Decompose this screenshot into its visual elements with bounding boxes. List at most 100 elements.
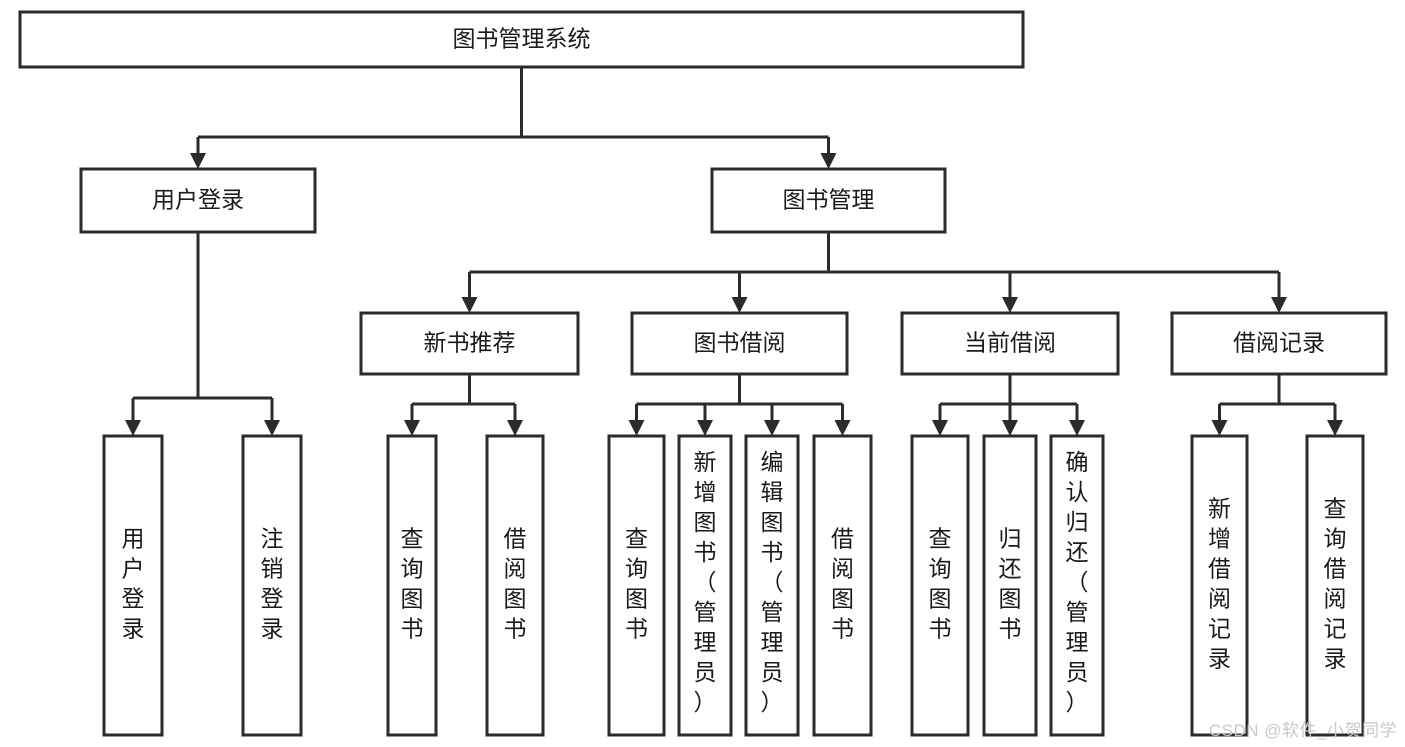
- conn-root-to-book-manage-arrowhead: [820, 153, 837, 169]
- conn-book-borrow-to-leaf-add-book-arrowhead: [697, 420, 713, 436]
- node-user-login-box: [79, 167, 317, 234]
- svg-text:查: 查: [1324, 496, 1347, 522]
- conn-book-borrow-to-leaf-borrow-book-2-arrowhead: [834, 420, 851, 436]
- svg-text:（: （: [1066, 569, 1089, 595]
- svg-text:借: 借: [504, 526, 527, 552]
- conn-book-borrow-to-leaf-edit-book-arrowhead: [764, 420, 780, 436]
- svg-text:阅: 阅: [831, 556, 854, 582]
- conn-borrow-record-to-leaf-add-record-arrowhead: [1211, 420, 1228, 436]
- node-new-book-recommend-label: 新书推荐: [424, 330, 516, 356]
- svg-text:借: 借: [831, 526, 854, 552]
- node-user-login-label: 用户登录: [152, 187, 244, 213]
- svg-text:户: 户: [122, 556, 145, 582]
- svg-text:书: 书: [999, 616, 1022, 642]
- node-book-borrow[interactable]: 图书借阅: [630, 311, 849, 376]
- conn-current-borrow-to-leaf-return-book-arrowhead: [1002, 420, 1018, 436]
- svg-text:理: 理: [1066, 629, 1089, 655]
- svg-text:图: 图: [831, 586, 854, 612]
- conn-book-manage-to-borrow-record-arrowhead: [1271, 297, 1287, 313]
- svg-text:询: 询: [1324, 526, 1347, 552]
- node-leaf-edit-book-box: [744, 434, 800, 737]
- svg-text:新: 新: [1208, 496, 1231, 522]
- node-book-manage-label: 图书管理: [783, 187, 875, 213]
- node-book-borrow-box: [630, 311, 849, 376]
- svg-text:员: 员: [694, 659, 717, 685]
- svg-text:询: 询: [625, 556, 648, 582]
- svg-text:书: 书: [831, 616, 854, 642]
- svg-text:书: 书: [401, 616, 424, 642]
- node-root-system[interactable]: 图书管理系统: [18, 10, 1025, 69]
- svg-text:阅: 阅: [1208, 586, 1231, 612]
- node-book-borrow-label: 图书借阅: [694, 330, 786, 356]
- svg-text:询: 询: [929, 556, 952, 582]
- node-current-borrow-box: [900, 311, 1120, 376]
- svg-text:注: 注: [261, 526, 284, 552]
- node-book-manage-box: [710, 167, 947, 234]
- node-leaf-query-book-1-box: [386, 434, 438, 737]
- svg-text:员: 员: [761, 659, 784, 685]
- node-leaf-query-book-2-box: [607, 434, 666, 737]
- svg-text:还: 还: [1066, 539, 1089, 565]
- node-new-book-recommend-box: [359, 311, 580, 376]
- svg-text:图: 图: [929, 586, 952, 612]
- svg-text:图: 图: [761, 509, 784, 535]
- svg-text:编: 编: [761, 449, 784, 475]
- svg-text:图: 图: [694, 509, 717, 535]
- svg-text:增: 增: [1208, 526, 1231, 552]
- node-borrow-record-box: [1170, 311, 1388, 376]
- conn-book-manage-to-current-borrow-arrowhead: [1002, 297, 1018, 313]
- svg-text:书: 书: [929, 616, 952, 642]
- node-leaf-borrow-book-2-box: [812, 434, 873, 737]
- node-new-book-recommend[interactable]: 新书推荐: [359, 311, 580, 376]
- node-leaf-confirm-return-box: [1049, 434, 1105, 737]
- svg-text:录: 录: [1324, 646, 1347, 672]
- node-leaf-user-login-box: [102, 434, 164, 737]
- svg-text:确: 确: [1066, 449, 1089, 475]
- node-user-login[interactable]: 用户登录: [79, 167, 317, 234]
- svg-text:书: 书: [625, 616, 648, 642]
- svg-text:录: 录: [261, 616, 284, 642]
- svg-text:归: 归: [1066, 509, 1089, 535]
- node-current-borrow[interactable]: 当前借阅: [900, 311, 1120, 376]
- node-leaf-user-login[interactable]: 用户登录: [102, 434, 164, 737]
- node-book-manage[interactable]: 图书管理: [710, 167, 947, 234]
- svg-text:）: ）: [694, 689, 717, 715]
- svg-text:借: 借: [1324, 556, 1347, 582]
- node-root-system-box: [18, 10, 1025, 69]
- conn-user-login-to-leaf-logout-arrowhead: [264, 420, 280, 436]
- svg-text:理: 理: [761, 629, 784, 655]
- svg-text:）: ）: [1066, 689, 1089, 715]
- svg-text:登: 登: [122, 586, 145, 612]
- node-layer: 图书管理系统用户登录图书管理新书推荐图书借阅当前借阅借阅记录用户登录注销登录查询…: [18, 10, 1388, 737]
- svg-text:辑: 辑: [761, 479, 784, 505]
- svg-text:认: 认: [1066, 479, 1089, 505]
- conn-current-borrow-to-leaf-confirm-return-arrowhead: [1069, 420, 1085, 436]
- svg-text:管: 管: [1066, 599, 1089, 625]
- conn-borrow-record-to-leaf-query-record-arrowhead: [1327, 420, 1343, 436]
- node-borrow-record[interactable]: 借阅记录: [1170, 311, 1388, 376]
- svg-text:阅: 阅: [1324, 586, 1347, 612]
- svg-text:归: 归: [999, 526, 1022, 552]
